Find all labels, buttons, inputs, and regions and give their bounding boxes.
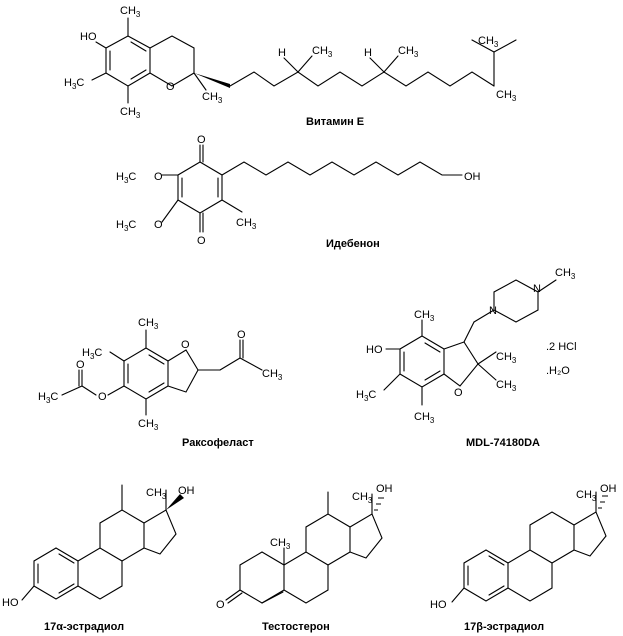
- svg-text:CH3: CH3: [576, 489, 597, 503]
- svg-text:H3C: H3C: [116, 171, 136, 185]
- salt-water: .H₂O: [546, 365, 570, 377]
- raxofelast-structure: [61, 329, 263, 416]
- svg-text:CH3: CH3: [414, 411, 435, 425]
- svg-text:O: O: [76, 359, 85, 371]
- svg-text:O: O: [216, 599, 225, 611]
- svg-text:H3C: H3C: [64, 77, 84, 91]
- svg-text:CH3: CH3: [120, 106, 141, 120]
- svg-text:CH3: CH3: [478, 35, 499, 49]
- svg-text:O: O: [454, 387, 463, 399]
- svg-text:OH: OH: [600, 483, 617, 495]
- caption-testosterone: Тестостерон: [262, 621, 330, 633]
- svg-text:OH: OH: [376, 483, 393, 495]
- svg-text:O: O: [154, 219, 163, 231]
- mdl-74180da-structure: [383, 279, 557, 406]
- svg-text:O: O: [98, 391, 107, 403]
- svg-text:CH3: CH3: [236, 217, 257, 231]
- idebenone-structure: [161, 144, 463, 233]
- svg-text:HO: HO: [366, 344, 383, 356]
- beta-estradiol-structure: [451, 491, 608, 603]
- svg-text:O: O: [197, 134, 206, 146]
- caption-idebenone: Идебенон: [326, 238, 380, 250]
- svg-text:CH3: CH3: [496, 351, 517, 365]
- caption-beta-estradiol: 17β-эстрадиол: [464, 621, 544, 633]
- vitamin-e-atom-labels: CH3 HO H3C CH3 O CH3 H CH3 H CH3 CH3 CH3: [64, 5, 517, 120]
- svg-text:CH3: CH3: [146, 487, 167, 501]
- svg-text:CH3: CH3: [262, 368, 283, 382]
- salt-hcl: .2 HCl: [546, 341, 577, 353]
- svg-text:HO: HO: [430, 599, 447, 611]
- svg-text:N: N: [489, 305, 497, 317]
- svg-text:O: O: [166, 81, 175, 93]
- svg-text:H: H: [364, 47, 372, 59]
- svg-text:CH3: CH3: [312, 45, 333, 59]
- svg-text:H3C: H3C: [356, 389, 376, 403]
- svg-text:CH3: CH3: [138, 317, 159, 331]
- alpha-estradiol-structure: [21, 484, 184, 601]
- vitamin-e-structure: [91, 17, 517, 104]
- beta-estradiol-atom-labels: CH3 OH HO: [430, 483, 617, 611]
- svg-text:O: O: [197, 235, 206, 247]
- svg-text:HO: HO: [2, 597, 19, 609]
- svg-text:H3C: H3C: [38, 391, 58, 405]
- caption-mdl-74180da: MDL-74180DA: [466, 437, 540, 449]
- svg-text:CH3: CH3: [414, 309, 435, 323]
- svg-text:CH3: CH3: [352, 491, 373, 505]
- svg-text:OH: OH: [178, 485, 195, 497]
- svg-text:N: N: [533, 283, 541, 295]
- svg-text:OH: OH: [464, 171, 481, 183]
- svg-text:CH3: CH3: [555, 267, 576, 281]
- svg-text:CH3: CH3: [496, 89, 517, 103]
- svg-text:O: O: [154, 171, 163, 183]
- svg-text:CH3: CH3: [202, 91, 223, 105]
- svg-text:H: H: [278, 47, 286, 59]
- caption-alpha-estradiol: 17α-эстрадиол: [44, 621, 124, 633]
- mdl-74180da-atom-labels: CH3 HO H3C CH3 O CH3 CH3 N N CH3 .2 HCl …: [356, 267, 577, 425]
- caption-vitamin-e: Витамин E: [306, 116, 364, 128]
- svg-text:H3C: H3C: [82, 347, 102, 361]
- svg-text:H3C: H3C: [116, 219, 136, 233]
- svg-text:O: O: [237, 329, 246, 341]
- svg-text:CH3: CH3: [270, 537, 291, 551]
- svg-text:CH3: CH3: [398, 45, 419, 59]
- svg-text:CH3: CH3: [496, 379, 517, 393]
- caption-raxofelast: Раксофеласт: [182, 437, 254, 449]
- hydroxyl-label: HO: [80, 31, 97, 43]
- raxofelast-atom-labels: CH3 H3C CH3 O O CH3 O O H3C: [38, 317, 283, 432]
- alpha-estradiol-atom-labels: CH3 OH HO: [2, 485, 195, 609]
- testosterone-atom-labels: CH3 OH CH3 O: [216, 483, 393, 611]
- svg-text:CH3: CH3: [120, 5, 141, 19]
- svg-text:O: O: [181, 339, 190, 351]
- testosterone-structure: [225, 491, 384, 604]
- idebenone-atom-labels: O O O O H3C H3C CH3 OH: [116, 134, 481, 247]
- svg-text:CH3: CH3: [138, 418, 159, 432]
